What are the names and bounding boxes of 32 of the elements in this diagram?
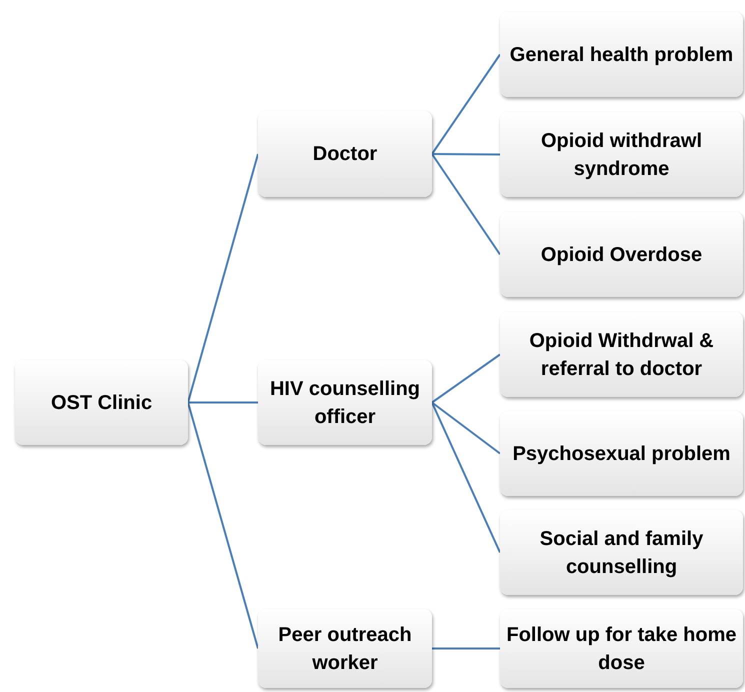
node-label: Opioid withdrawl syndrome [540,128,704,182]
node-label: General health problem [510,42,734,68]
connector-line [187,154,259,403]
process-box [500,212,743,297]
process-box [500,411,743,496]
node-label: Psychosexual problem [512,442,730,466]
connector-line [187,402,259,649]
process-box [500,510,743,595]
node-label: Social and family counselling [538,526,704,580]
node-label: Opioid Overdose [540,242,702,268]
node-label: Follow up for take home dose [505,622,738,676]
node-label: Opioid Withdrwal & referral to doctor [528,328,715,382]
node-label: HIV counselling officer [268,376,422,430]
connector-line [431,402,501,553]
process-box [500,12,743,97]
connector-line [431,153,501,256]
node-label: Doctor [312,142,378,167]
connector-line [188,402,258,404]
process-box [500,609,743,688]
connector-line [432,153,500,156]
process-box [500,112,743,197]
connector-line [431,54,501,155]
process-box [500,312,743,397]
node-label: Peer outreach worker [277,622,413,676]
process-box [15,360,188,445]
connector-line [432,648,500,650]
process-box [258,609,432,688]
node-label: OST Clinic [50,390,152,416]
connector-line [431,354,501,404]
connector-line [431,402,501,454]
process-box [258,111,432,197]
process-box [258,360,432,445]
